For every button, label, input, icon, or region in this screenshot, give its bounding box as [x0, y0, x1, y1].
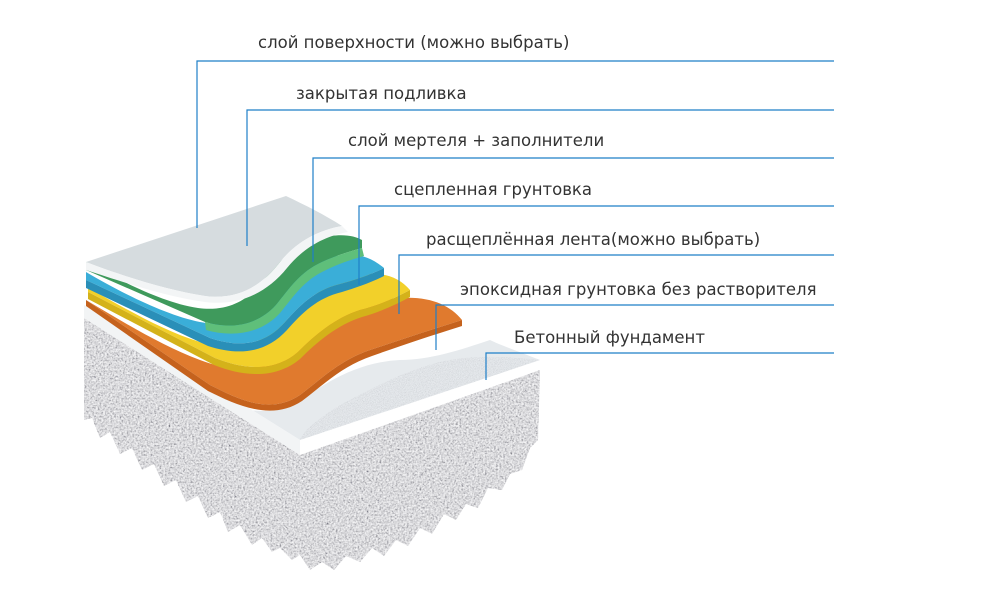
label-tape-layer: расщеплённая лента(можно выбрать): [426, 230, 761, 249]
epoxy-primer-edge: [84, 305, 300, 455]
epoxy-primer-texture: [300, 356, 540, 440]
label-epoxy-primer-layer: эпоксидная грунтовка без растворителя: [460, 280, 817, 299]
label-topcoat-layer: закрытая подливка: [296, 84, 467, 103]
leader-line-tape: [398, 254, 834, 314]
leader-line-bonding-primer: [358, 205, 834, 285]
surface-edge: [86, 226, 348, 303]
leader-lines: [196, 60, 834, 380]
tape-layer: [86, 297, 462, 411]
bonding-primer-top: [88, 273, 410, 368]
mortar-edge: [86, 268, 384, 352]
label-bonding-primer-layer: сцепленная грунтовка: [394, 180, 592, 199]
leader-line-mortar: [312, 157, 834, 262]
concrete-front-face: [84, 318, 300, 560]
tape-top: [86, 297, 462, 405]
concrete-layer: [84, 318, 540, 570]
concrete-right-face: [300, 370, 540, 570]
label-surface-layer: слой поверхности (можно выбрать): [258, 33, 570, 52]
leader-line-surface: [196, 60, 834, 228]
label-mortar-layer: слой мертеля + заполнители: [348, 131, 605, 150]
leader-line-topcoat: [246, 109, 834, 246]
leader-line-epoxy-primer: [435, 304, 834, 350]
epoxy-primer-layer: [84, 305, 540, 455]
tape-edge: [86, 300, 462, 411]
surface-top: [86, 196, 342, 297]
bonding-primer-edge: [88, 290, 410, 375]
leader-line-concrete: [485, 352, 834, 380]
label-concrete-layer: Бетонный фундамент: [514, 328, 705, 347]
bonding-primer-layer: [88, 273, 410, 375]
topcoat-highlight: [205, 248, 364, 334]
surface-layer: [86, 196, 348, 303]
